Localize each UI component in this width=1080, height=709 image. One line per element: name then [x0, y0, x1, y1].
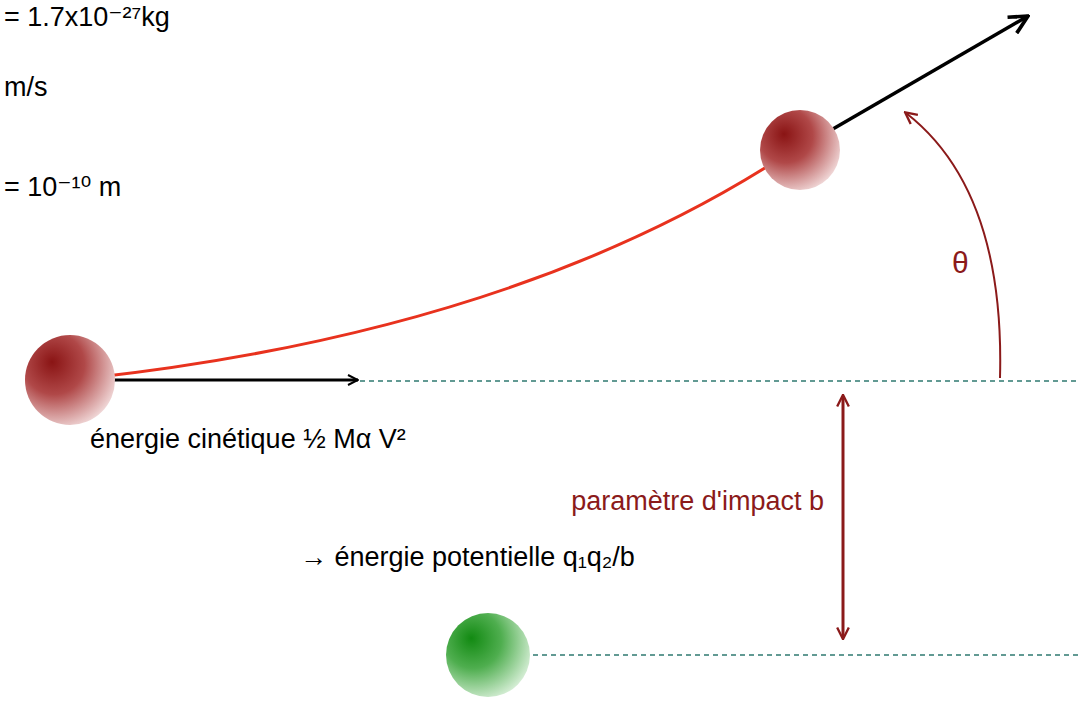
- target-nucleus: [446, 613, 530, 697]
- potential-energy-label: → énergie potentielle q₁q₂/b: [300, 542, 635, 573]
- impact-parameter-arrow: [842, 396, 845, 638]
- incident-axis: [360, 380, 1080, 382]
- alpha-particle: [25, 335, 115, 425]
- impact-parameter-label: paramètre d'impact b: [571, 486, 824, 517]
- speed-unit: m/s: [4, 72, 48, 103]
- target-axis: [488, 654, 1080, 656]
- outgoing-arrow: [826, 16, 1028, 133]
- alpha-particle: [760, 110, 840, 190]
- mass-value: = 1.7x10⁻²⁷kg: [4, 2, 170, 33]
- velocity-arrow: [92, 379, 358, 382]
- angle-arc: [906, 113, 1000, 378]
- distance-value: = 10⁻¹⁰ m: [4, 172, 121, 203]
- angle-symbol: θ: [952, 246, 969, 281]
- trajectory: [90, 152, 790, 378]
- kinetic-energy-label: énergie cinétique ½ Mα V²: [90, 424, 406, 455]
